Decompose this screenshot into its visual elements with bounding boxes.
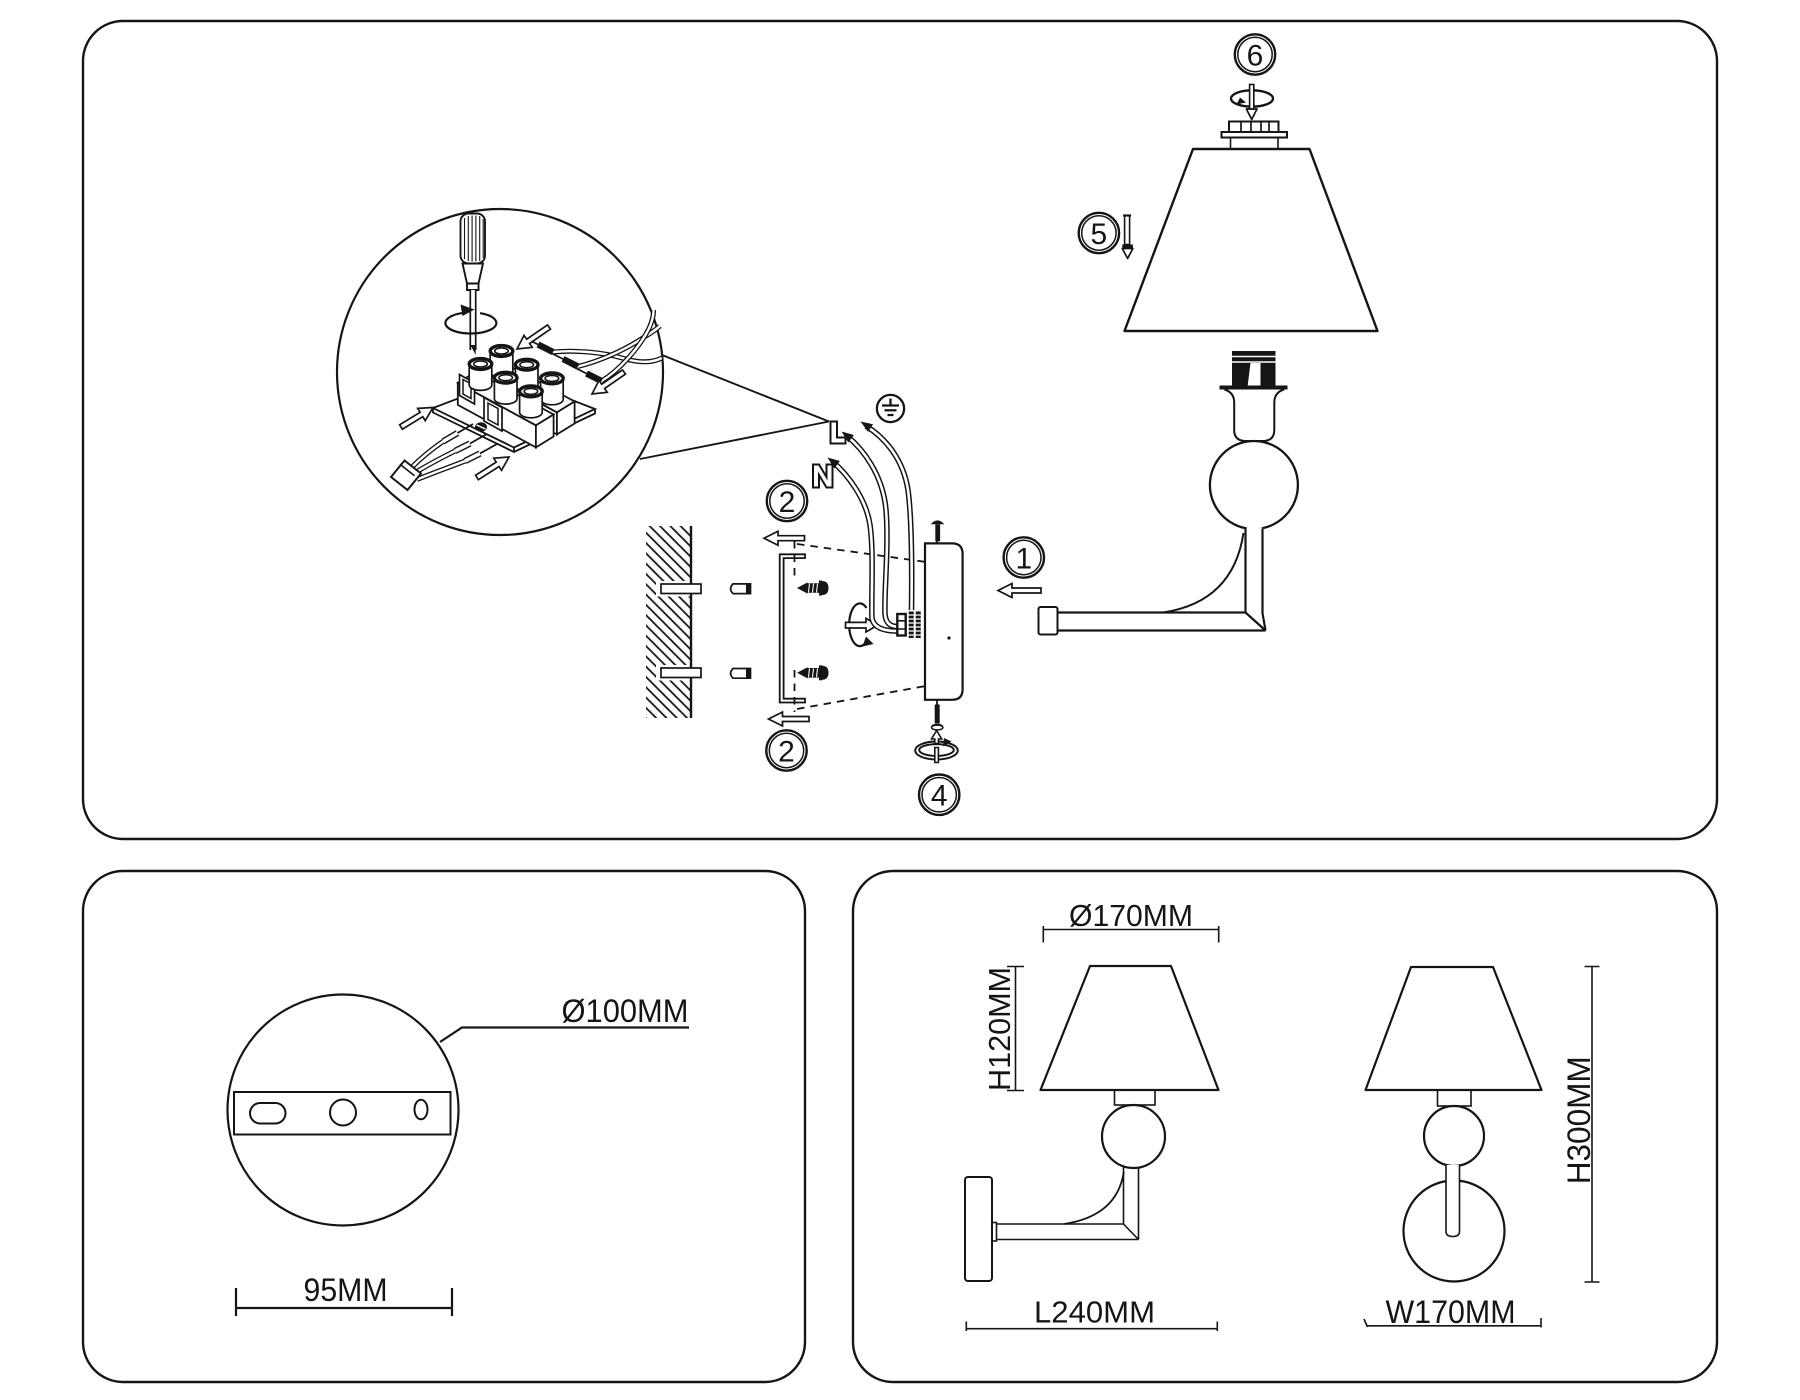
svg-text:Ø170MM: Ø170MM [1069, 898, 1193, 933]
svg-text:2: 2 [778, 735, 795, 768]
svg-text:H120MM: H120MM [982, 967, 1017, 1091]
svg-text:W170MM: W170MM [1386, 1294, 1516, 1330]
svg-text:4: 4 [931, 780, 948, 813]
svg-text:1: 1 [1015, 542, 1032, 575]
svg-text:L240MM: L240MM [1034, 1295, 1155, 1330]
svg-text:Ø100MM: Ø100MM [562, 993, 689, 1029]
svg-text:H300MM: H300MM [1561, 1056, 1597, 1184]
svg-text:2: 2 [779, 486, 796, 519]
svg-text:95MM: 95MM [304, 1272, 388, 1308]
svg-text:5: 5 [1091, 218, 1108, 251]
svg-text:6: 6 [1247, 39, 1264, 72]
